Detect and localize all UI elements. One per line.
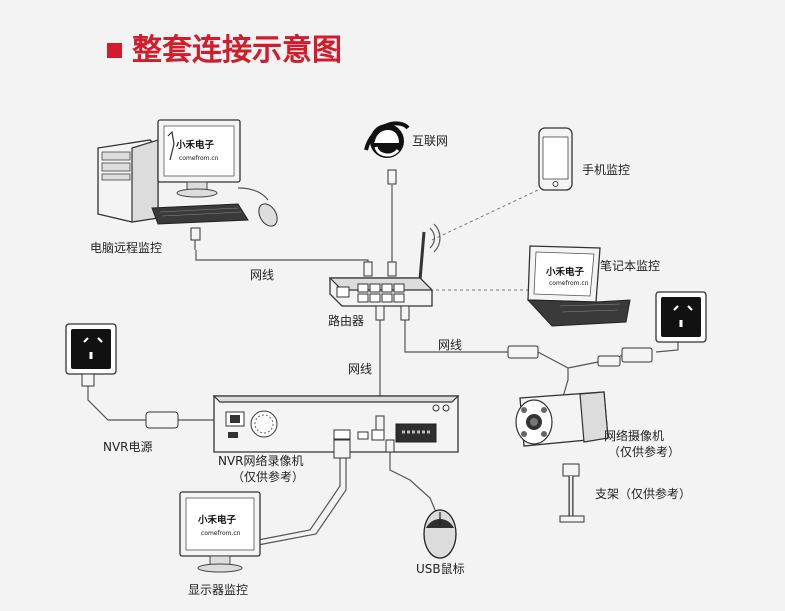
router-ports (357, 283, 405, 303)
cable-label-2: 网线 (348, 362, 372, 376)
monitor-brand-name: 小禾电子 (197, 514, 237, 526)
camera-bracket: 支架（仅供参考） (559, 463, 691, 523)
pc-brand-name: 小禾电子 (175, 139, 215, 151)
nvr-power-label: NVR电源 (103, 440, 153, 454)
internet-explorer-icon (364, 121, 410, 158)
internet-label: 互联网 (412, 134, 448, 148)
camera-ref-label: （仅供参考） (608, 444, 680, 459)
laptop: 小禾电子 comefrom.cn 笔记本监控 (526, 245, 660, 327)
camera-label: 网络摄像机 (604, 428, 664, 443)
monitor-label: 显示器监控 (188, 583, 248, 597)
pc-brand-url: comefrom.cn (179, 155, 219, 162)
internet: 互联网 (364, 121, 448, 185)
router-label: 路由器 (328, 313, 364, 328)
bracket-icon (559, 463, 585, 523)
bullet-camera-icon (515, 391, 609, 447)
laptop-brand-url: comefrom.cn (549, 280, 589, 287)
power-adapter-icon (145, 411, 179, 429)
pc-tower-icon (97, 139, 159, 223)
laptop-label: 笔记本监控 (600, 258, 660, 273)
wall-socket-left (65, 323, 117, 387)
monitor-brand-url: comefrom.cn (201, 530, 241, 537)
pc-mouse-icon (237, 187, 278, 227)
pc-keyboard-icon (151, 203, 249, 225)
cable-label-1: 网线 (250, 268, 274, 282)
cables (87, 185, 679, 546)
title-block: 整套连接示意图 (107, 33, 342, 68)
laptop-brand-name: 小禾电子 (545, 266, 585, 278)
pc-brand-logo: 小禾电子 comefrom.cn (167, 130, 219, 162)
usb-mouse-label: USB鼠标 (416, 562, 465, 576)
router-icon (328, 223, 441, 307)
nvr-ref-label: （仅供参考） (232, 469, 304, 484)
pc-computer: 小禾电子 comefrom.cn 电脑远程监控 (90, 119, 278, 255)
pc-label: 电脑远程监控 (90, 240, 162, 255)
pc-monitor-icon: 小禾电子 comefrom.cn (157, 119, 241, 198)
title-bullet (107, 43, 122, 58)
network-camera: 网络摄像机 （仅供参考） (507, 345, 680, 459)
nvr-recorder-icon (212, 395, 460, 453)
display-monitor: 小禾电子 comefrom.cn 显示器监控 (179, 491, 261, 597)
phone-icon (538, 127, 573, 191)
nvr: NVR网络录像机 （仅供参考） (212, 395, 460, 484)
nvr-power-adapter: NVR电源 (103, 411, 179, 454)
monitor-icon: 小禾电子 comefrom.cn (179, 491, 261, 573)
power-socket-icon (65, 323, 117, 375)
phone-label: 手机监控 (582, 163, 630, 177)
phone: 手机监控 (538, 127, 630, 191)
nvr-label: NVR网络录像机 (218, 453, 304, 468)
router: 路由器 (328, 223, 441, 328)
wall-socket-right (655, 291, 707, 343)
mouse-icon (423, 509, 457, 559)
cable-label-3: 网线 (438, 338, 462, 352)
laptop-brand-logo: 小禾电子 comefrom.cn (545, 266, 589, 287)
bracket-label: 支架（仅供参考） (595, 486, 691, 501)
power-socket-icon (655, 291, 707, 343)
usb-mouse: USB鼠标 (416, 509, 465, 576)
laptop-icon: 小禾电子 comefrom.cn (526, 245, 631, 327)
monitor-brand-logo: 小禾电子 comefrom.cn (197, 514, 241, 537)
camera-cable-connector (507, 345, 653, 367)
page-title: 整套连接示意图 (132, 33, 342, 68)
